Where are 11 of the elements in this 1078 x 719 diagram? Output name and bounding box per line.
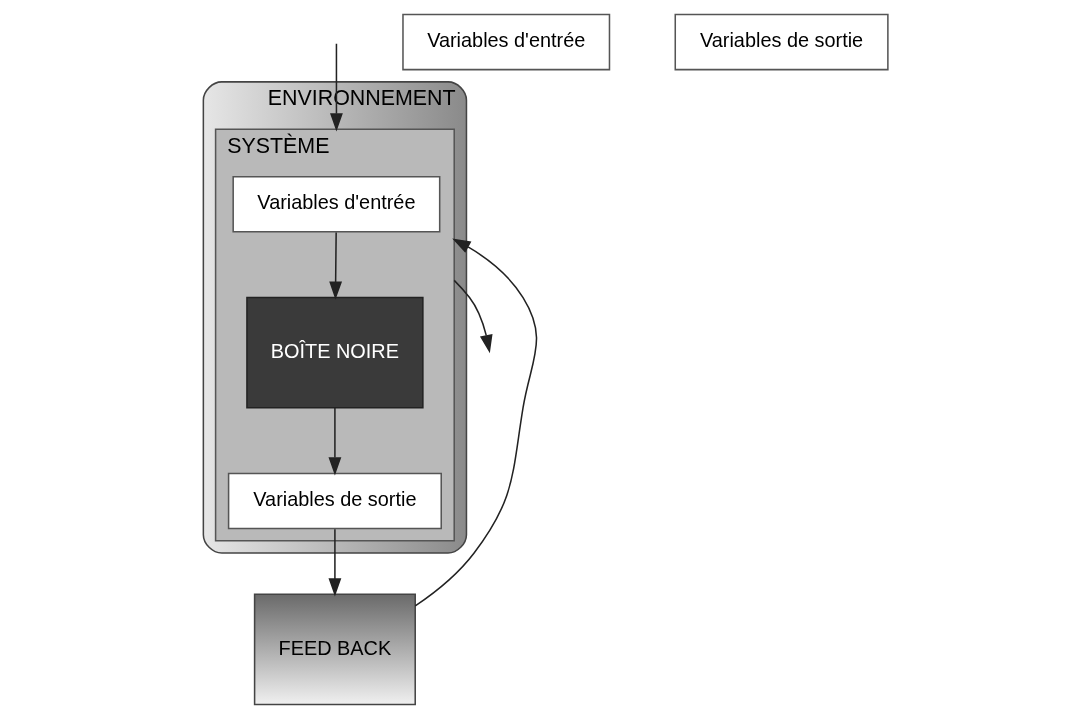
- arrow: [414, 238, 537, 607]
- arrow: [329, 43, 343, 132]
- arrow: [328, 231, 342, 300]
- arrow: [327, 407, 341, 476]
- node-box: Variables d'entrée: [231, 175, 440, 233]
- node-box: FEED BACK: [253, 593, 416, 706]
- node-box: Variables d'entrée: [401, 13, 610, 71]
- node-box: Variables de sortie: [674, 13, 889, 71]
- node-box: BOÎTE NOIRE: [245, 296, 424, 409]
- arrow: [327, 528, 341, 597]
- node-box: Variables de sortie: [227, 472, 442, 530]
